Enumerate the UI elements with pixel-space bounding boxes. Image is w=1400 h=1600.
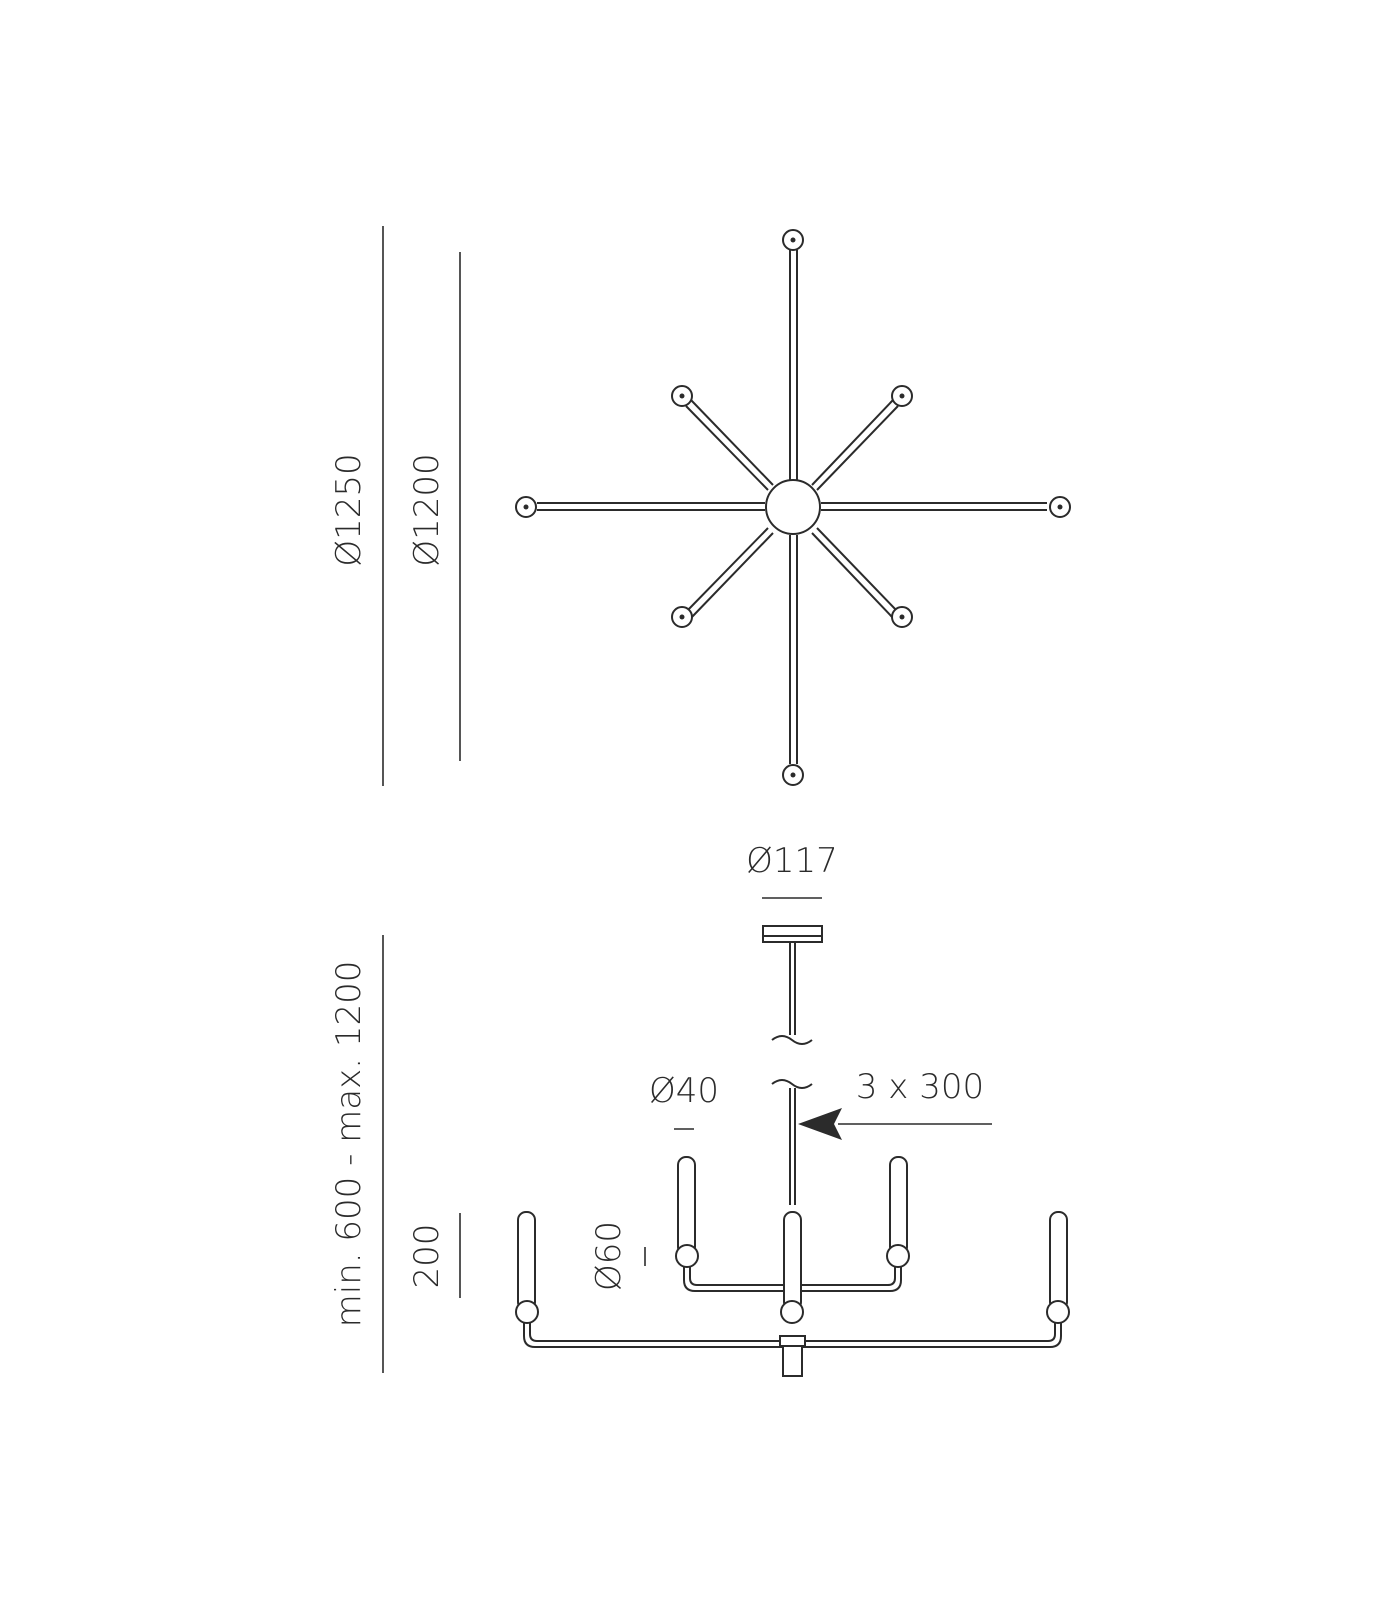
ceiling-canopy xyxy=(762,925,823,943)
top-view: Ø1250 Ø1200 xyxy=(329,226,1071,786)
outer-diameter-label: Ø1250 xyxy=(329,453,369,566)
bulb-diameter-label: Ø40 xyxy=(649,1071,719,1111)
top-end-caps xyxy=(515,229,1071,786)
top-arms xyxy=(537,250,1047,764)
globe-diameter-label: Ø60 xyxy=(589,1221,629,1291)
arm-height-label: 200 xyxy=(407,1224,447,1289)
height-range-label: min. 600 - max. 1200 xyxy=(329,961,369,1328)
center-collar xyxy=(779,1335,806,1347)
lamp-upper-left xyxy=(675,1156,699,1268)
break-mark-bottom xyxy=(771,1079,813,1089)
span-diameter-label: Ø1200 xyxy=(407,453,447,566)
lamp-lower-left xyxy=(515,1211,539,1324)
canopy-diameter-label: Ø117 xyxy=(746,841,838,881)
lamp-upper-right xyxy=(886,1156,910,1268)
cable-length-label: 3 x 300 xyxy=(856,1067,984,1107)
arrow-icon xyxy=(798,1108,842,1140)
lamp-lower-right xyxy=(1046,1211,1070,1324)
center-body xyxy=(782,1342,803,1377)
side-view: Ø117 3 x 300 Ø40 min. 600 - max. 1200 20… xyxy=(329,841,1070,1377)
lamp-center xyxy=(780,1211,804,1324)
center-hub xyxy=(765,479,821,535)
break-mark-top xyxy=(771,1035,813,1045)
